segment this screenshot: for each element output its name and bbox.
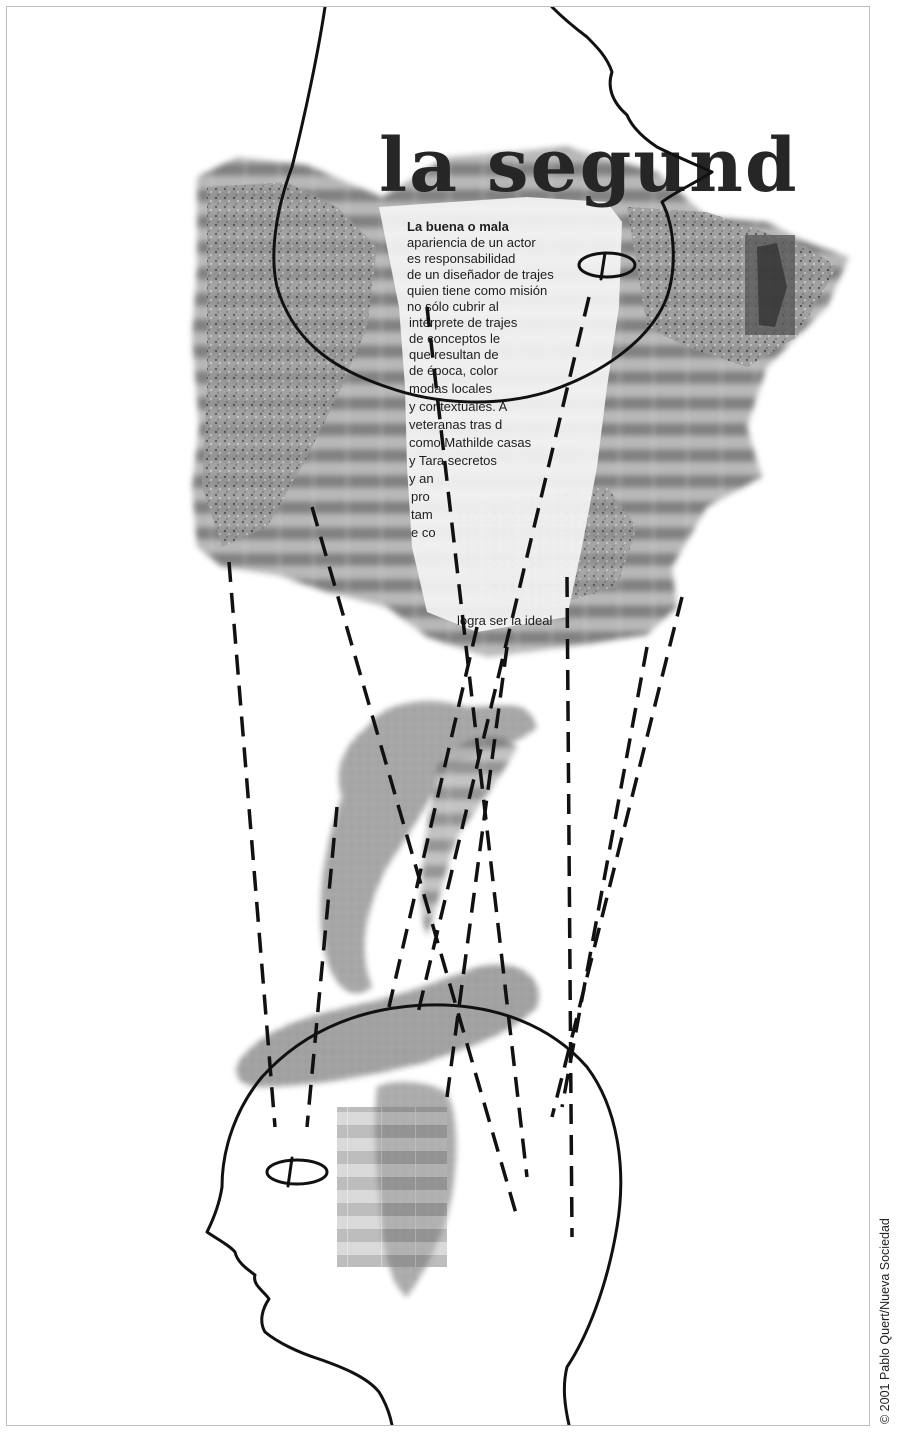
article-line: como Mathilde casas	[409, 435, 532, 450]
article-line: logra ser la ideal	[457, 613, 552, 628]
article-line: de conceptos le	[409, 331, 500, 346]
article-line: es responsabilidad	[407, 251, 515, 266]
article-line: modas locales	[409, 381, 493, 396]
article-line: pro	[411, 489, 430, 504]
article-line: tam	[411, 507, 433, 522]
article-line: apariencia de un actor	[407, 235, 536, 250]
article-line: no sólo cubrir al	[407, 299, 499, 314]
middle-collage	[236, 701, 539, 1297]
collage-svg: la segund La buena o mala apariencia de …	[7, 7, 869, 1425]
article-line: intérprete de trajes	[409, 315, 518, 330]
article-line: y an	[409, 471, 434, 486]
article-line: e co	[411, 525, 436, 540]
copyright-credit: © 2001 Pablo Quert/Nueva Sociedad	[878, 1218, 892, 1424]
article-line: de un diseñador de trajes	[407, 267, 554, 282]
article-line: y Tara secretos	[409, 453, 497, 468]
article-line: La buena o mala	[407, 219, 510, 234]
article-line: de época, color	[409, 363, 499, 378]
collage-artwork: la segund La buena o mala apariencia de …	[6, 6, 870, 1426]
article-line: que resultan de	[409, 347, 499, 362]
article-line: veteranas tras d	[409, 417, 502, 432]
article-line: quien tiene como misión	[407, 283, 547, 298]
headline: la segund	[379, 123, 799, 209]
